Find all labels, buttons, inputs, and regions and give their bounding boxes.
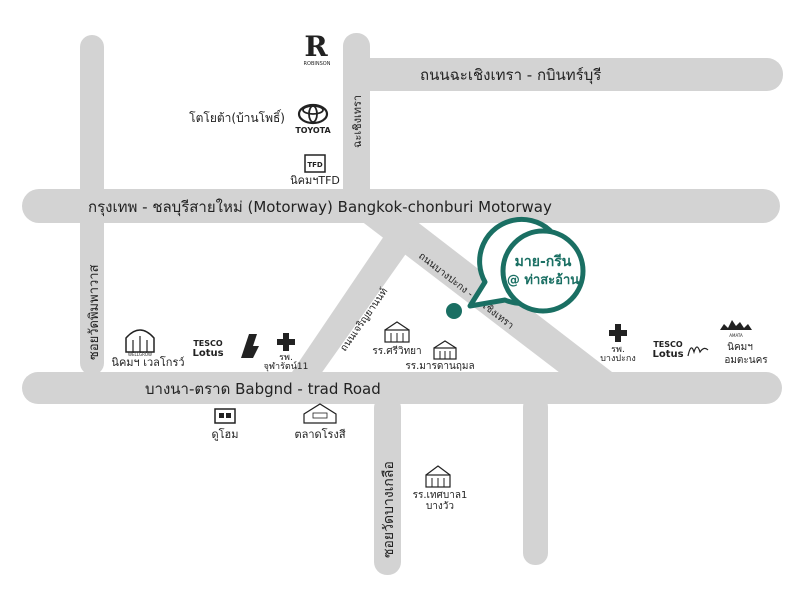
location-pin-bubble xyxy=(500,228,586,314)
label-soi-bottom: ซอยวัดบางเกลือ xyxy=(381,461,397,558)
store-icon xyxy=(214,408,236,424)
wellgrow-label: นิคมฯ เวลโกรว์ xyxy=(111,355,184,369)
school-bottom-label-2: บางวัว xyxy=(426,501,454,512)
store-icon xyxy=(687,346,709,357)
robinson-logo-icon: R xyxy=(304,30,328,63)
landmark-tesco-right: TESCO Lotus xyxy=(652,340,709,360)
school-building-icon xyxy=(433,340,457,360)
road-chachoengsao-kabinburi xyxy=(343,58,783,91)
label-bangna-trad: บางนา-ตราด Babgnd - trad Road xyxy=(145,380,381,398)
school-building-icon xyxy=(384,321,410,343)
school-bottom-label-1: รร.เทศบาล1 xyxy=(413,490,468,501)
landmark-toyota: TOYOTA โตโยต้า(บ้านโพธิ์) xyxy=(189,103,331,135)
tfd-logo-icon: TFD xyxy=(304,154,326,173)
landmark-amata: AMATA นิคมฯ อมตะนคร xyxy=(720,320,768,366)
hospital-right-label-2: บางปะกง xyxy=(600,354,636,364)
amata-label: นิคมฯ xyxy=(727,342,753,353)
hospital-right-label-1: รพ. xyxy=(611,345,625,355)
landmark-rongsi: ตลาดโรงสี xyxy=(294,403,346,441)
landmark-school-bottom: รร.เทศบาล1 บางวัว xyxy=(413,465,468,512)
tesco-right-brand: TESCO xyxy=(653,340,683,349)
factory-icon xyxy=(720,320,752,330)
label-chachoengsao-vertical: ฉะเชิงเทรา xyxy=(351,95,364,148)
tesco-left-lotus: Lotus xyxy=(192,348,223,359)
roads-layer xyxy=(22,33,783,575)
road-motorway xyxy=(22,189,780,223)
amata-badge: AMATA xyxy=(729,333,743,338)
school-manit-label: รร.มารดานฤมล xyxy=(405,361,474,372)
landmark-robinson: R ROBINSON xyxy=(304,30,331,67)
robinson-label: ROBINSON xyxy=(304,61,331,67)
store-icon xyxy=(303,403,337,424)
hospital-left-label-1: รพ. xyxy=(279,353,293,363)
rongsi-label: ตลาดโรงสี xyxy=(294,427,345,441)
landmark-tesco-left: TESCO Lotus xyxy=(192,339,223,359)
tesco-right-lotus: Lotus xyxy=(652,349,683,360)
label-soi-left: ซอยวัดพิมพาวาส xyxy=(87,264,102,360)
landmark-hospital-right: รพ. บางปะกง xyxy=(600,324,636,364)
store-icon xyxy=(241,334,259,358)
toyota-dealer-label: โตโยต้า(บ้านโพธิ์) xyxy=(189,109,285,125)
tfd-label: นิคมฯTFD xyxy=(290,174,340,187)
label-north-road: ถนนฉะเชิงเทรา - กบินทร์บุรี xyxy=(420,66,601,85)
hospital-cross-icon xyxy=(609,324,627,342)
landmark-hospital-left: รพ. จุฬารัตน์11 xyxy=(264,333,309,372)
svg-text:TFD: TFD xyxy=(307,161,323,169)
school-sri-label: รร.ศรีวิทยา xyxy=(372,345,421,357)
road-charoen-yannon xyxy=(288,236,410,378)
landmark-duhome: ดูโฮม xyxy=(211,408,239,441)
destination-marker[interactable]: มาย-กรีน @ ท่าสะอ้าน xyxy=(446,216,586,319)
amata-label-2: อมตะนคร xyxy=(724,355,768,366)
toyota-logo-text: TOYOTA xyxy=(295,126,331,135)
landmark-wellgrow: WELLGROW นิคมฯ เวลโกรว์ xyxy=(111,329,185,369)
road-bangna-trad xyxy=(22,372,782,404)
destination-name: มาย-กรีน xyxy=(515,254,572,270)
landmark-school-sri: รร.ศรีวิทยา xyxy=(372,321,422,357)
factory-icon xyxy=(125,329,155,353)
hospital-cross-icon xyxy=(277,333,295,351)
hospital-left-label-2: จุฬารัตน์11 xyxy=(264,360,309,372)
landmark-tfd: TFD นิคมฯTFD xyxy=(290,154,340,187)
wellgrow-badge: WELLGROW xyxy=(128,352,152,357)
road-south-stub xyxy=(523,395,548,565)
destination-location: @ ท่าสะอ้าน xyxy=(507,272,579,288)
landmark-school-manit: รร.มารดานฤมล xyxy=(405,340,475,372)
tesco-left-brand: TESCO xyxy=(193,339,223,348)
label-motorway: กรุงเทพ - ชลบุรีสายใหม่ (Motorway) Bangk… xyxy=(88,198,552,217)
toyota-logo-icon xyxy=(297,103,329,125)
duhome-label: ดูโฮม xyxy=(211,427,238,441)
destination-dot xyxy=(446,303,462,319)
road-soi-wat-bang-kluea xyxy=(374,395,401,575)
school-building-icon xyxy=(425,465,451,488)
